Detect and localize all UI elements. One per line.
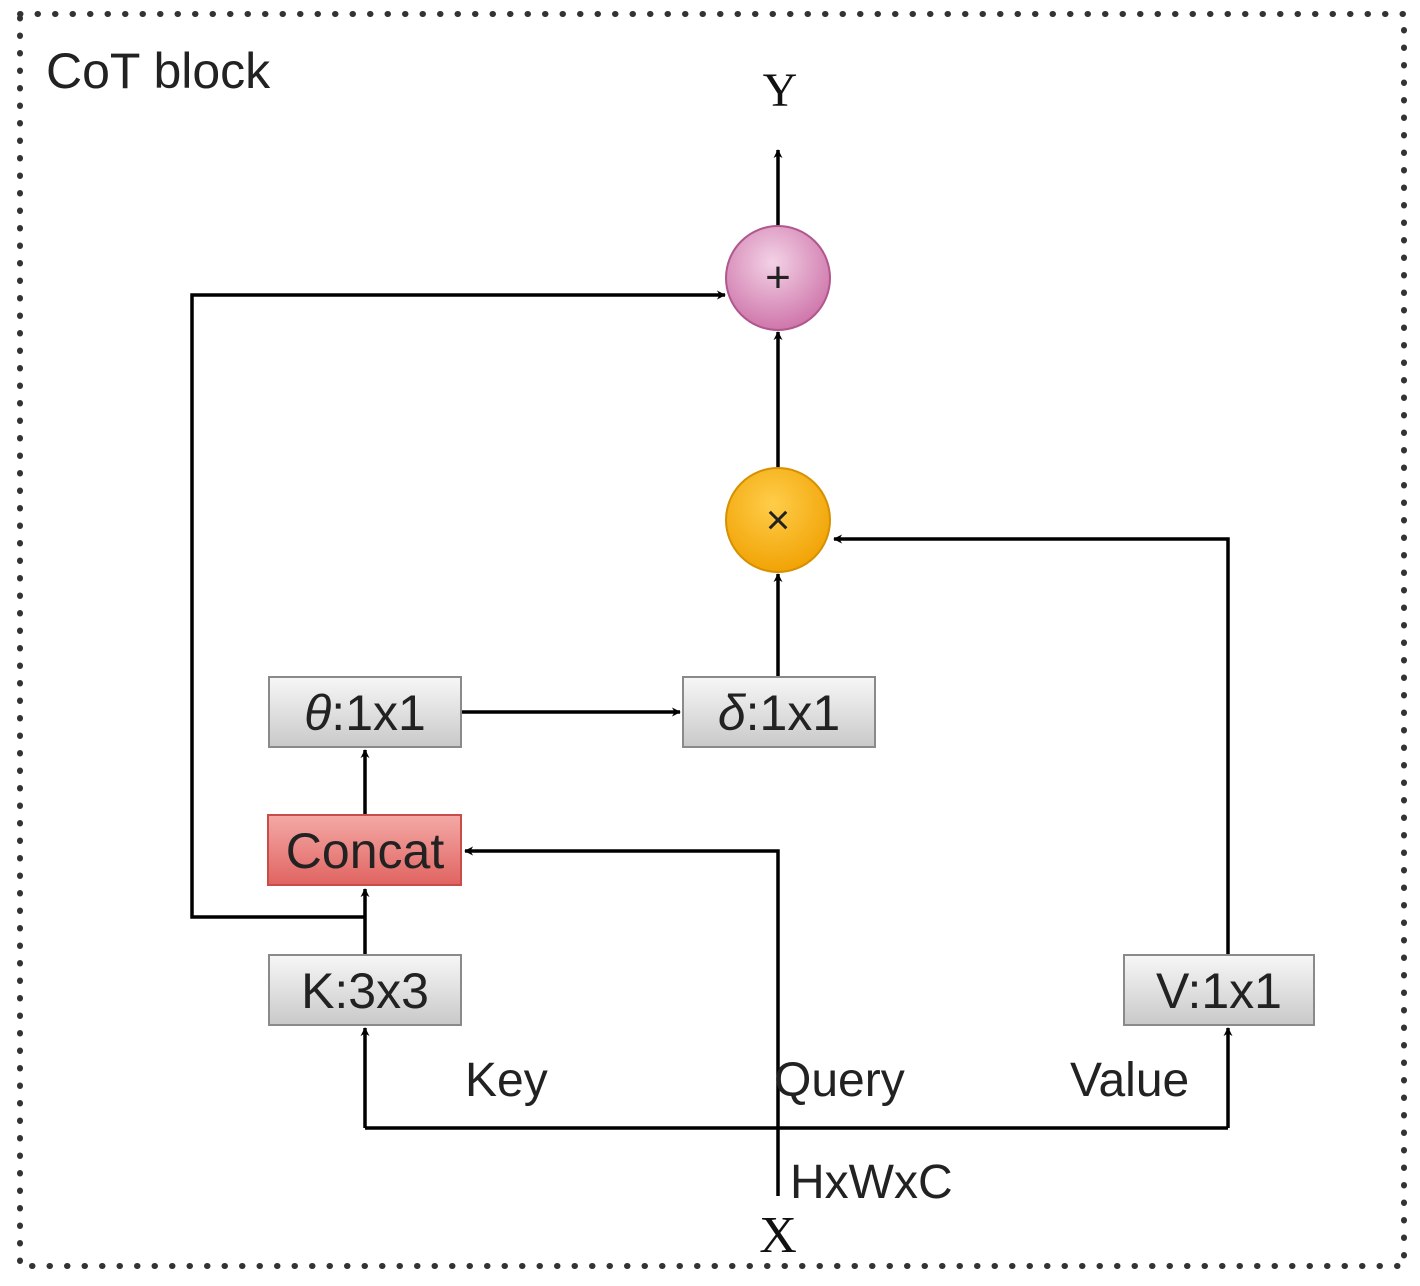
multiply-circle: [725, 467, 831, 573]
value-edge-label: Value: [1070, 1054, 1189, 1107]
block-title: CoT block: [46, 43, 271, 99]
multiply-symbol: ×: [766, 496, 791, 543]
theta-box: [268, 676, 462, 748]
theta-conv-box: θ:1x1: [268, 676, 462, 748]
edge-key-to-add: [190, 290, 726, 919]
concat-rect: [267, 814, 462, 886]
key-conv-box: K:3x3: [268, 954, 462, 1026]
add-node: +: [725, 225, 831, 331]
value-conv-label: V:1x1: [1156, 963, 1282, 1019]
add-circle: [725, 225, 831, 331]
value-conv-box: V:1x1: [1123, 954, 1315, 1026]
add-symbol: +: [765, 253, 791, 302]
delta-conv-box: δ:1x1: [682, 676, 876, 748]
key-conv-rect: [268, 954, 462, 1026]
key-edge-label: Key: [465, 1054, 548, 1107]
multiply-node: ×: [725, 467, 831, 573]
delta-label: δ:1x1: [718, 685, 840, 741]
cot-block-frame: [17, 11, 1407, 1269]
input-label: X: [759, 1207, 797, 1264]
key-conv-label: K:3x3: [301, 963, 429, 1019]
edge-query-to-concat: [464, 846, 780, 1128]
edges: [190, 149, 1233, 1196]
concat-box: Concat: [267, 814, 462, 886]
output-label: Y: [763, 64, 798, 117]
value-conv-rect: [1123, 954, 1315, 1026]
query-edge-label: Query: [774, 1054, 905, 1107]
concat-label: Concat: [286, 823, 445, 879]
delta-box: [682, 676, 876, 748]
theta-label: θ:1x1: [304, 685, 426, 741]
shape-label: HxWxC: [790, 1156, 953, 1209]
edge-value-to-mul: [833, 534, 1230, 955]
